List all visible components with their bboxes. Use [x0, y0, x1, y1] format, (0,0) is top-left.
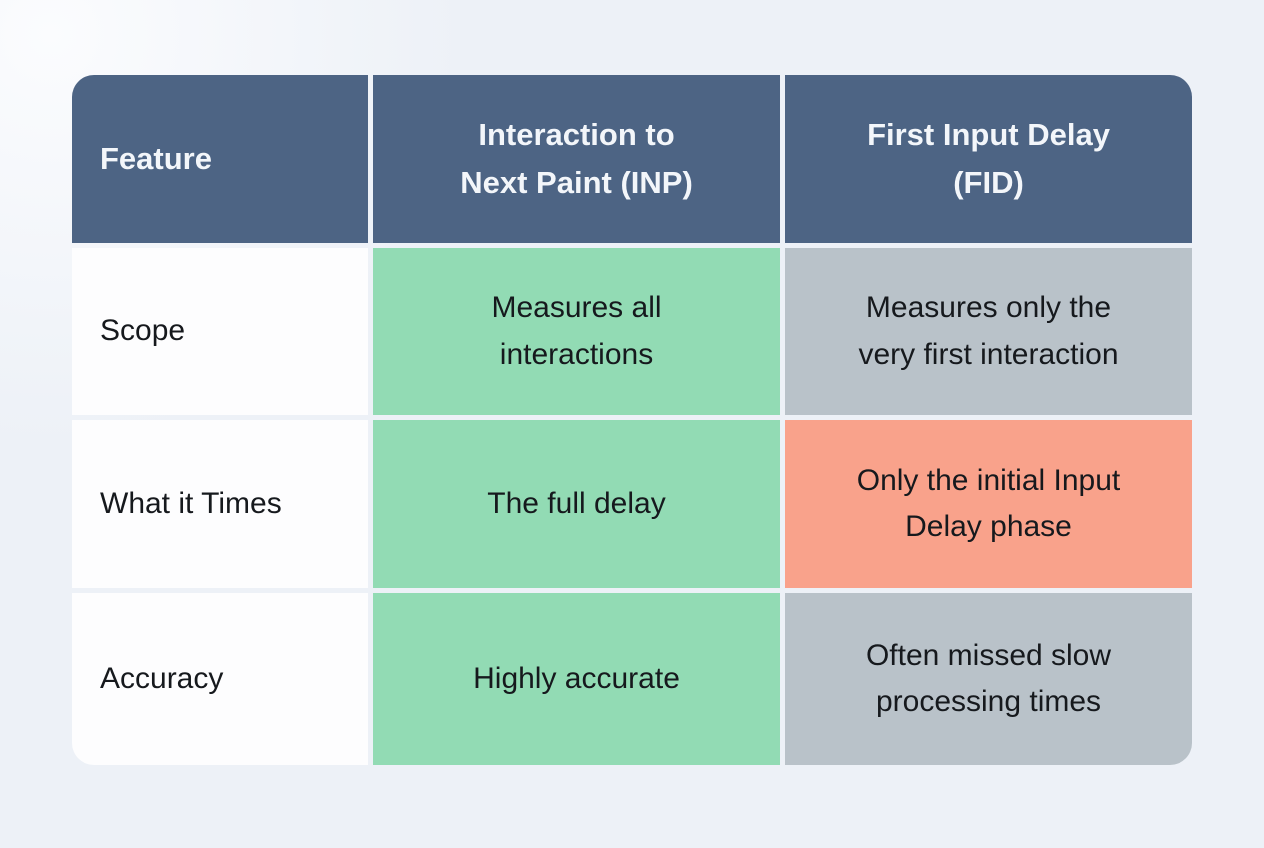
row-accuracy-fid-cell: Often missed slow processing times — [785, 593, 1192, 765]
row-what-it-times-fid-cell: Only the initial Input Delay phase — [785, 420, 1192, 588]
row-accuracy-feature-cell: Accuracy — [72, 593, 368, 765]
row-what-it-times-inp-cell: The full delay — [373, 420, 780, 588]
row-accuracy-inp-cell: Highly accurate — [373, 593, 780, 765]
header-cell-fid: First Input Delay (FID) — [785, 75, 1192, 243]
row-what-it-times-feature-cell: What it Times — [72, 420, 368, 588]
header-cell-feature: Feature — [72, 75, 368, 243]
row-scope-feature-cell: Scope — [72, 248, 368, 415]
inp-vs-fid-comparison-table: Feature Interaction to Next Paint (INP) … — [72, 75, 1192, 765]
row-scope-fid-cell: Measures only the very first interaction — [785, 248, 1192, 415]
header-cell-inp: Interaction to Next Paint (INP) — [373, 75, 780, 243]
row-scope-inp-cell: Measures all interactions — [373, 248, 780, 415]
